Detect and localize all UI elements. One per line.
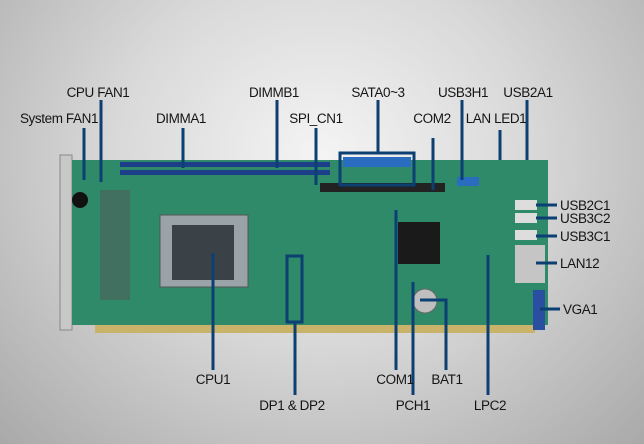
io-bracket bbox=[59, 154, 73, 331]
label-cpu-fan1: CPU FAN1 bbox=[67, 85, 130, 100]
label-dp: DP1 & DP2 bbox=[259, 398, 324, 413]
usb-port-2 bbox=[515, 213, 537, 223]
motherboard bbox=[59, 154, 548, 333]
label-pch1: PCH1 bbox=[396, 398, 430, 413]
label-lpc2: LPC2 bbox=[474, 398, 506, 413]
leader-lines bbox=[82, 100, 560, 395]
label-usb2c1: USB2C1 bbox=[560, 198, 610, 213]
label-sata: SATA0~3 bbox=[351, 85, 404, 100]
label-vga1: VGA1 bbox=[563, 302, 597, 317]
dimm-slot-b bbox=[120, 170, 330, 175]
sata-ports bbox=[343, 157, 411, 167]
label-usb3h1: USB3H1 bbox=[438, 85, 488, 100]
label-lan-led1: LAN LED1 bbox=[466, 111, 527, 126]
vrm-area bbox=[100, 190, 130, 300]
dimm-slot-a bbox=[120, 162, 330, 167]
label-dimmb1: DIMMB1 bbox=[249, 85, 299, 100]
usb-port-1 bbox=[515, 200, 537, 210]
pch-heatsink bbox=[398, 222, 440, 264]
label-usb3c1: USB3C1 bbox=[560, 229, 610, 244]
label-dimma1: DIMMA1 bbox=[156, 111, 206, 126]
label-system-fan1: System FAN1 bbox=[20, 111, 98, 126]
usb3-header bbox=[457, 177, 479, 186]
labels: CPU FAN1 System FAN1 DIMMA1 DIMMB1 SPI_C… bbox=[20, 85, 611, 413]
label-cpu1: CPU1 bbox=[196, 372, 230, 387]
label-lan12: LAN12 bbox=[560, 256, 599, 271]
label-usb3c2: USB3C2 bbox=[560, 211, 610, 226]
vga-port bbox=[533, 290, 545, 330]
label-usb2a1: USB2A1 bbox=[503, 85, 552, 100]
com-headers bbox=[320, 183, 445, 192]
label-spi-cn1: SPI_CN1 bbox=[289, 111, 342, 126]
buzzer bbox=[72, 192, 88, 208]
usb-port-3 bbox=[515, 230, 537, 240]
cpu-socket-cover bbox=[172, 225, 234, 280]
label-bat1: BAT1 bbox=[431, 372, 462, 387]
label-com2: COM2 bbox=[413, 111, 450, 126]
gold-fingers bbox=[95, 325, 535, 333]
label-com1: COM1 bbox=[376, 372, 413, 387]
